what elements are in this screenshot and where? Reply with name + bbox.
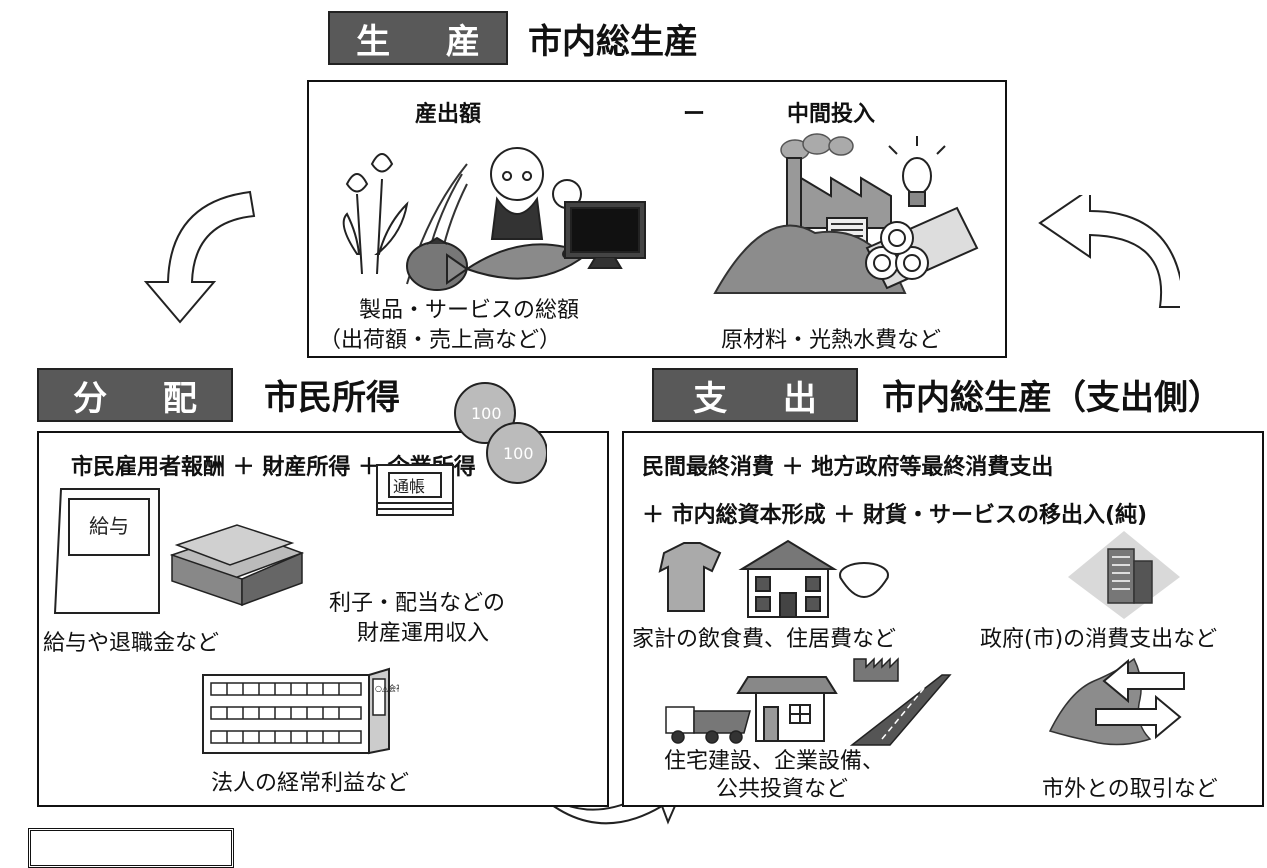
capital-caption-2: 公共投資など	[716, 777, 849, 802]
capital-formation-illustration	[665, 657, 952, 746]
output-label: 産出額	[415, 102, 482, 127]
house-frame-icon	[736, 676, 838, 742]
trade-caption: 市外との取引など	[1042, 777, 1218, 802]
interest-caption-1: 利子・配当などの	[329, 591, 506, 616]
tshirt-icon	[658, 542, 722, 612]
rice-bowl-icon	[839, 562, 889, 598]
expenditure-tag-label: 支 出	[693, 378, 839, 419]
coins-icon: 100 100	[454, 382, 547, 484]
cash-stacks-icon	[169, 524, 305, 607]
passbook-icon: 通帳	[376, 464, 454, 516]
expenditure-tag: 支 出	[652, 368, 858, 422]
output-caption-1: 製品・サービスの総額	[359, 298, 580, 323]
minus-sign: ー	[683, 102, 706, 127]
products-illustration	[342, 147, 646, 291]
household-caption: 家計の飲食費、住居費など	[632, 627, 897, 652]
expenditure-formula-2: ＋ 市内総資本形成 ＋ 財貨・サービスの移出入(純)	[642, 503, 1148, 528]
production-tag: 生 産	[328, 11, 508, 65]
output-caption-2: （出荷額・売上高など）	[319, 328, 562, 353]
coin-text-2: 100	[503, 444, 534, 463]
capital-caption-1: 住宅建設、企業設備、	[664, 749, 885, 774]
smoke-icon	[780, 133, 854, 161]
passbook-text: 通帳	[393, 477, 425, 496]
distribution-box: 市民雇用者報酬 ＋ 財産所得 ＋ 企業所得 給与 給与や退職金など 100 10…	[37, 382, 609, 807]
arrow-left-icon	[1102, 658, 1185, 704]
expenditure-box: 民間最終消費 ＋ 地方政府等最終消費支出 ＋ 市内総資本形成 ＋ 財貨・サービス…	[622, 431, 1264, 807]
profit-caption: 法人の経常利益など	[211, 771, 410, 796]
interest-caption-2: 財産運用収入	[357, 621, 490, 646]
pay-envelope-icon: 給与	[53, 488, 160, 614]
television-icon	[564, 201, 646, 269]
factory-small-icon	[853, 657, 899, 682]
distribution-heading: 市民所得	[264, 378, 400, 418]
light-bulb-icon	[888, 136, 946, 207]
pay-envelope-text: 給与	[89, 514, 129, 538]
arrow-right-icon	[1095, 694, 1182, 740]
map-region-icon	[1048, 657, 1152, 746]
production-tag-label: 生 産	[356, 21, 502, 62]
input-caption: 原材料・光熱水費など	[721, 328, 942, 353]
company-building-icon: ○△会社	[202, 667, 399, 755]
inputs-illustration	[713, 133, 979, 294]
distribution-tag-label: 分 配	[73, 378, 219, 419]
tulip-icon	[342, 153, 409, 275]
trade-map-illustration	[1048, 657, 1185, 746]
expenditure-formula-1: 民間最終消費 ＋ 地方政府等最終消費支出	[642, 455, 1054, 480]
road-icon	[849, 674, 952, 746]
household-illustration	[658, 539, 889, 618]
input-label: 中間投入	[787, 102, 876, 127]
production-heading: 市内総生産	[528, 22, 698, 62]
company-sign: ○△会社	[375, 683, 399, 693]
truck-icon	[665, 706, 751, 744]
legend-frame	[28, 828, 234, 868]
salary-caption: 給与や退職金など	[43, 631, 220, 656]
production-box: 産出額 ー 中間投入	[307, 80, 1007, 358]
expenditure-heading: 市内総生産（支出側）	[882, 378, 1222, 418]
arrow-production-to-distribution-icon	[143, 190, 256, 324]
government-caption: 政府(市)の消費支出など	[980, 627, 1218, 652]
government-building-icon	[1068, 531, 1180, 619]
house-icon	[738, 539, 838, 618]
salary-illustration: 給与	[53, 488, 305, 614]
coin-text-1: 100	[471, 404, 502, 423]
arrow-expenditure-to-production-icon	[1038, 195, 1180, 308]
distribution-tag: 分 配	[37, 368, 233, 422]
logs-icon	[865, 206, 979, 290]
interest-illustration: 100 100 通帳	[376, 382, 547, 516]
